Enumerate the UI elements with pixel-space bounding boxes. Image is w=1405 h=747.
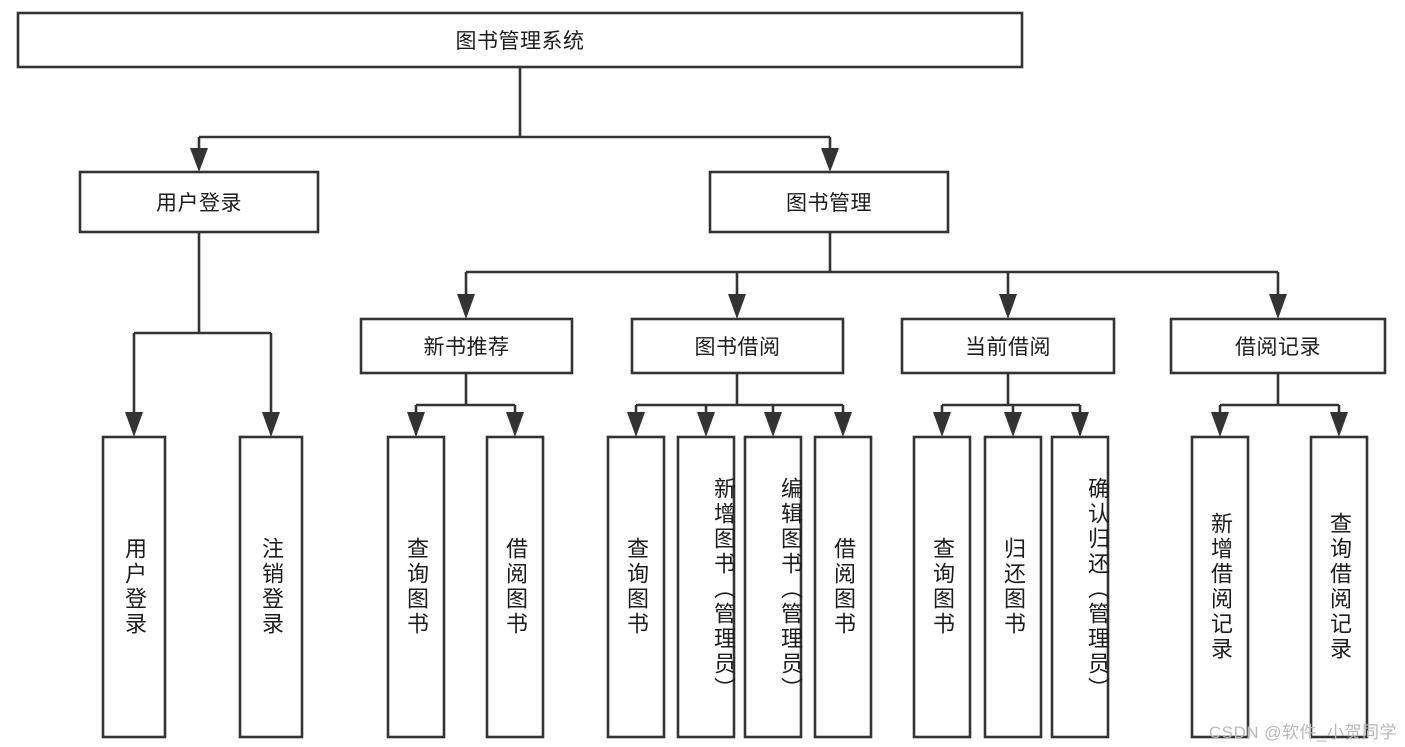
arrow-head-leaf-query-record bbox=[1330, 412, 1348, 437]
arrow-head-leaf-query-book-2 bbox=[627, 412, 645, 437]
node-box-leaf-add-book[interactable] bbox=[676, 435, 736, 739]
node-box-borrow-record[interactable] bbox=[1169, 317, 1387, 375]
arrow-head-leaf-add-record bbox=[1211, 412, 1229, 437]
arrow-head-leaf-edit-book bbox=[764, 412, 782, 437]
arrow-head-current-borrow bbox=[999, 294, 1017, 319]
node-box-leaf-query-record[interactable] bbox=[1309, 435, 1369, 739]
arrow-head-new-book-rec bbox=[457, 294, 475, 319]
arrow-head-book-borrow bbox=[728, 294, 746, 319]
arrow-head-leaf-user-logout bbox=[262, 412, 280, 437]
arrow-head-leaf-return-book bbox=[1004, 412, 1022, 437]
node-box-root[interactable] bbox=[16, 11, 1024, 69]
node-box-leaf-query-book-3[interactable] bbox=[912, 435, 972, 739]
arrow-head-leaf-confirm-return bbox=[1071, 412, 1089, 437]
node-box-book-manage[interactable] bbox=[708, 170, 950, 234]
arrow-head-leaf-user-login bbox=[125, 412, 143, 437]
node-box-leaf-user-login[interactable] bbox=[101, 435, 167, 739]
node-box-leaf-borrow-book-1[interactable] bbox=[485, 435, 545, 739]
arrow-head-user-login bbox=[190, 148, 208, 172]
arrow-head-leaf-borrow-book-1 bbox=[506, 412, 524, 437]
node-box-leaf-edit-book[interactable] bbox=[743, 435, 803, 739]
arrow-head-leaf-query-book-1 bbox=[407, 412, 425, 437]
node-box-new-book-rec[interactable] bbox=[359, 317, 574, 375]
node-box-user-login[interactable] bbox=[78, 170, 320, 234]
node-box-leaf-add-record[interactable] bbox=[1190, 435, 1250, 739]
arrow-head-leaf-query-book-3 bbox=[933, 412, 951, 437]
node-box-leaf-query-book-2[interactable] bbox=[606, 435, 666, 739]
arrow-head-book-manage bbox=[821, 148, 839, 172]
node-box-leaf-borrow-book-2[interactable] bbox=[813, 435, 873, 739]
arrow-head-leaf-add-book bbox=[697, 412, 715, 437]
node-box-leaf-confirm-return[interactable] bbox=[1050, 435, 1110, 739]
arrow-head-leaf-borrow-book-2 bbox=[834, 412, 852, 437]
node-box-leaf-query-book-1[interactable] bbox=[386, 435, 446, 739]
arrow-head-borrow-record bbox=[1269, 294, 1287, 319]
node-box-leaf-return-book[interactable] bbox=[983, 435, 1043, 739]
node-box-leaf-user-logout[interactable] bbox=[238, 435, 304, 739]
node-box-current-borrow[interactable] bbox=[900, 317, 1116, 375]
node-box-book-borrow[interactable] bbox=[630, 317, 845, 375]
